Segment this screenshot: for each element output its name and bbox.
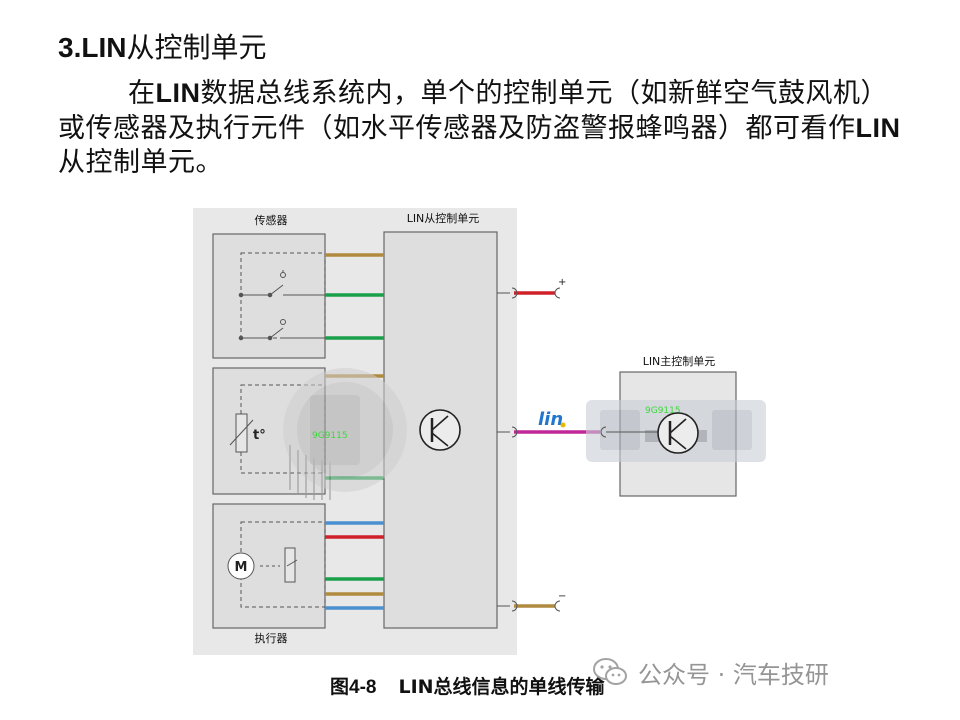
minus-terminal: − xyxy=(558,591,566,602)
figure-caption: 图4-8 LIN总线信息的单线传输 xyxy=(330,672,605,699)
lin-logo-dot xyxy=(560,422,566,428)
temperature-symbol: t° xyxy=(253,428,266,443)
heading-text: 从控制单元 xyxy=(126,31,267,64)
para-seg-1: LIN xyxy=(155,78,201,108)
motor-circuit xyxy=(227,521,326,608)
heading-number: 3.LIN xyxy=(58,32,127,63)
lin-logo: lin xyxy=(538,409,563,430)
plus-terminal: + xyxy=(558,277,566,288)
section-heading: 3.LIN从控制单元 xyxy=(58,30,266,66)
slave-output-wires xyxy=(497,287,600,612)
figure-number: 图4-8 xyxy=(330,677,377,698)
para-seg-3: LIN xyxy=(855,113,901,143)
para-seg-2: 数据总线系统内，单个的控制单元（如新鲜空气鼓风机）或传感器及执行元件（如水平传感… xyxy=(58,78,888,144)
figure-title: LIN总线信息的单线传输 xyxy=(398,676,605,698)
para-seg-0: 在 xyxy=(128,78,156,109)
slave-unit-label: LIN从控制单元 xyxy=(407,211,480,225)
intro-paragraph: 在LIN数据总线系统内，单个的控制单元（如新鲜空气鼓风机）或传感器及执行元件（如… xyxy=(58,76,908,180)
wechat-icon xyxy=(593,658,627,685)
overlay-code-1: 9G9115 xyxy=(312,431,348,441)
overlay-code-2: 9G9115 xyxy=(645,406,681,416)
master-transistor-icon xyxy=(657,412,699,454)
watermark: 公众号 · 汽车技研 xyxy=(592,652,829,692)
master-input-connector xyxy=(600,426,607,438)
para-seg-4: 从控制单元。 xyxy=(58,147,223,178)
blower-image xyxy=(283,368,407,500)
actuator-wires xyxy=(325,521,384,610)
master-unit-label: LIN主控制单元 xyxy=(643,354,716,368)
motor-symbol: M xyxy=(235,560,248,575)
slave-transistor-icon xyxy=(419,409,461,451)
actuator-label: 执行器 xyxy=(255,631,288,645)
watermark-text: 公众号 · 汽车技研 xyxy=(638,660,829,689)
sensor-label: 传感器 xyxy=(255,214,288,227)
